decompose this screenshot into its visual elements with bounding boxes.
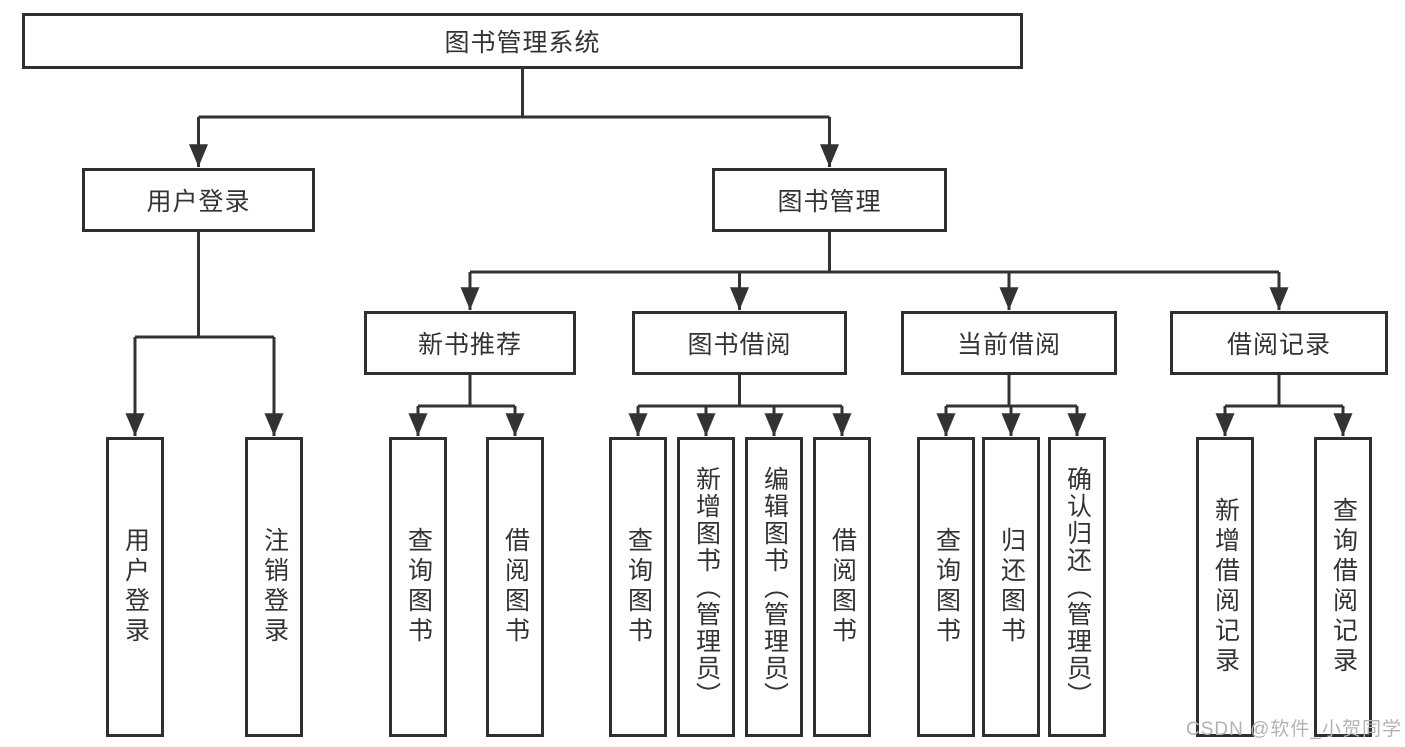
leaf-borrowing-add-books-admin-label: 新增图书（管理员） — [692, 465, 721, 709]
node-user-login-label: 用户登录 — [146, 188, 251, 216]
leaf-current-return-books-label: 归还图书 — [997, 527, 1026, 647]
leaf-records-add-record: 新增借阅记录 — [1196, 437, 1254, 737]
leaf-borrowing-query-books-label: 查询图书 — [624, 527, 653, 647]
csdn-watermark: CSDN @软件_小贺同学 — [1186, 719, 1402, 740]
tree-connectors — [125, 69, 1353, 437]
node-book-borrowing: 图书借阅 — [632, 311, 847, 375]
node-current-borrowing: 当前借阅 — [901, 311, 1117, 375]
leaf-borrowing-borrow-books-label: 借阅图书 — [828, 527, 857, 647]
leaf-newbook-borrow-books: 借阅图书 — [486, 437, 544, 737]
node-new-book-recommend-label: 新书推荐 — [417, 331, 522, 359]
node-book-management: 图书管理 — [712, 168, 947, 232]
leaf-newbook-borrow-books-label: 借阅图书 — [501, 527, 530, 647]
leaf-newbook-query-books-label: 查询图书 — [404, 527, 433, 647]
leaf-borrowing-edit-books-admin: 编辑图书（管理员） — [745, 437, 803, 737]
leaf-current-confirm-return-admin-label: 确认归还（管理员） — [1063, 465, 1092, 709]
leaf-current-query-books-label: 查询图书 — [932, 527, 961, 647]
node-current-borrowing-label: 当前借阅 — [956, 331, 1061, 359]
leaf-records-query-record-label: 查询借阅记录 — [1329, 497, 1358, 677]
node-book-management-label: 图书管理 — [777, 188, 882, 216]
leaf-records-add-record-label: 新增借阅记录 — [1211, 497, 1240, 677]
leaf-newbook-query-books: 查询图书 — [389, 437, 447, 737]
node-user-login: 用户登录 — [82, 168, 315, 232]
node-book-borrowing-label: 图书借阅 — [687, 331, 792, 359]
leaf-logout-label: 注销登录 — [260, 527, 289, 647]
leaf-borrowing-borrow-books: 借阅图书 — [813, 437, 871, 737]
leaf-logout: 注销登录 — [245, 437, 303, 737]
leaf-borrowing-add-books-admin: 新增图书（管理员） — [677, 437, 735, 737]
leaf-user-login-label: 用户登录 — [121, 527, 150, 647]
node-borrowing-records: 借阅记录 — [1170, 311, 1388, 375]
leaf-current-confirm-return-admin: 确认归还（管理员） — [1048, 437, 1106, 737]
leaf-records-query-record: 查询借阅记录 — [1314, 437, 1372, 737]
leaf-user-login: 用户登录 — [106, 437, 164, 737]
leaf-borrowing-query-books: 查询图书 — [609, 437, 667, 737]
leaf-borrowing-edit-books-admin-label: 编辑图书（管理员） — [760, 465, 789, 709]
node-root-system-label: 图书管理系统 — [444, 29, 601, 57]
node-new-book-recommend: 新书推荐 — [364, 311, 576, 375]
leaf-current-return-books: 归还图书 — [982, 437, 1040, 737]
node-root-system: 图书管理系统 — [22, 13, 1023, 69]
node-borrowing-records-label: 借阅记录 — [1226, 331, 1331, 359]
leaf-current-query-books: 查询图书 — [917, 437, 975, 737]
